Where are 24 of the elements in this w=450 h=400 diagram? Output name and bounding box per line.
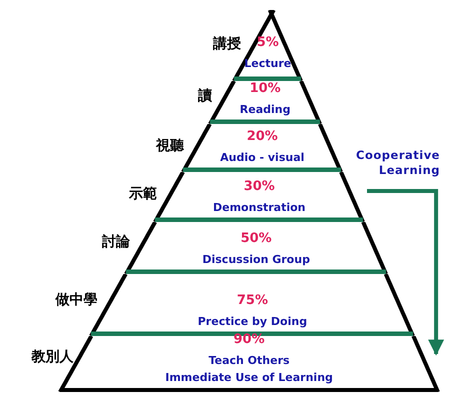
chinese-label: 視聽	[156, 137, 184, 156]
percent-label: 5%	[256, 34, 279, 51]
chinese-label: 講授	[212, 35, 241, 54]
chinese-label: 讀	[198, 87, 212, 106]
percent-label: 50%	[240, 230, 272, 247]
percent-label: 90%	[234, 331, 265, 348]
tier-label: Demonstration	[213, 200, 306, 216]
tier-label: Teach Others	[208, 353, 290, 369]
chinese-label: 討論	[102, 233, 130, 252]
tier-label: Reading	[240, 102, 290, 118]
chinese-label: 教別人	[32, 348, 74, 367]
tier-label: Prectice by Doing	[198, 314, 308, 330]
arrow	[367, 189, 444, 356]
tier-label: Lecture	[244, 56, 292, 72]
percent-label: 30%	[244, 178, 275, 195]
chinese-label: 做中學	[56, 291, 98, 310]
tier-label: Audio - visual	[220, 150, 304, 166]
chinese-label: 示範	[128, 185, 157, 204]
percent-label: 20%	[246, 128, 278, 145]
tier-label: Discussion Group	[202, 252, 310, 268]
percent-label: 75%	[236, 292, 268, 309]
percent-label: 10%	[250, 80, 281, 97]
tier-label: Immediate Use of Learning	[165, 370, 333, 386]
callout-label: Cooperative Learning	[355, 148, 440, 178]
